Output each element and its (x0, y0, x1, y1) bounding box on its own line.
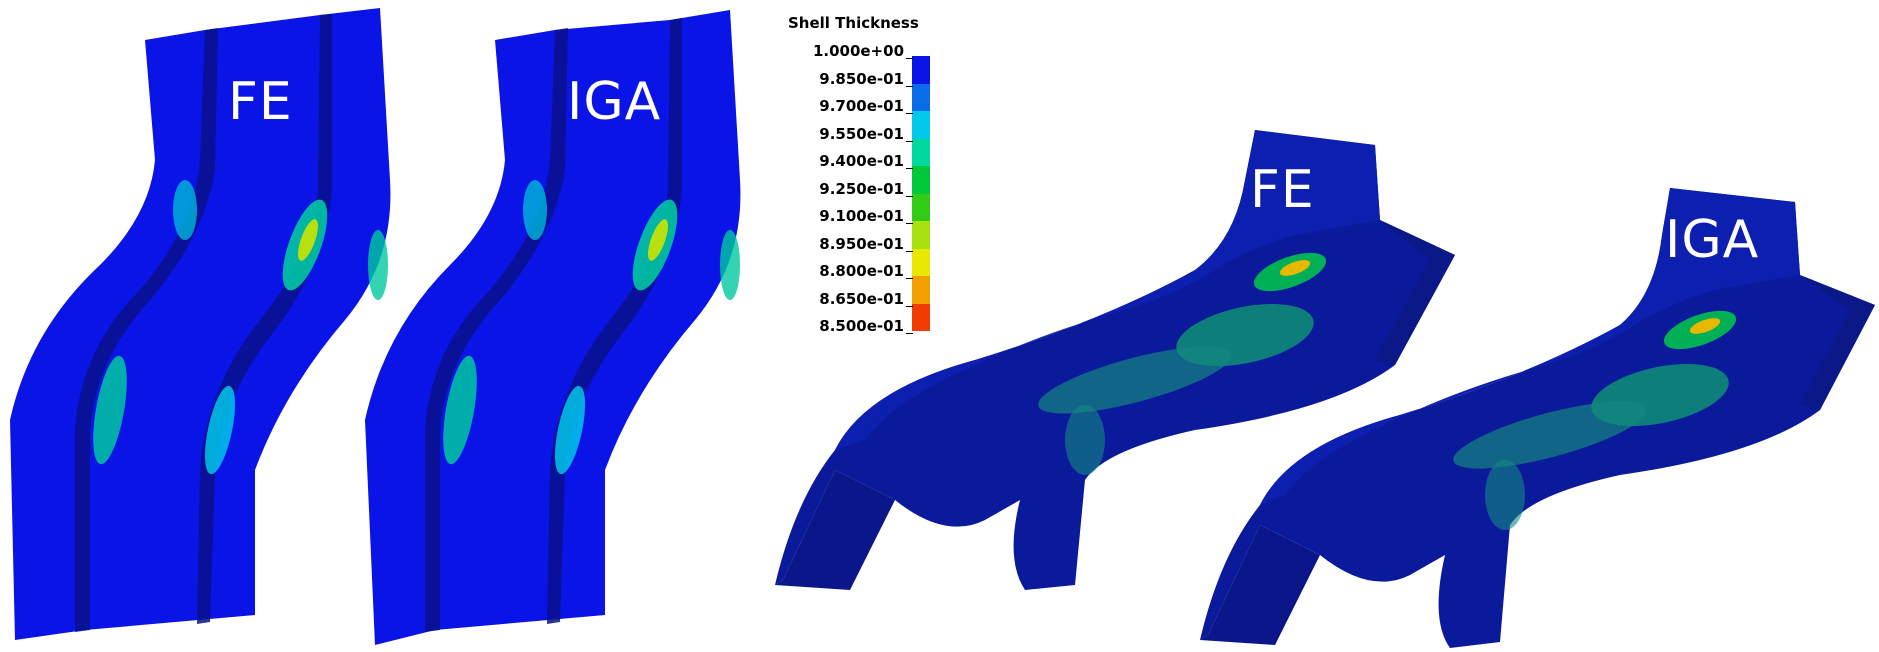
legend-swatch (912, 221, 930, 249)
legend-swatch (912, 276, 930, 304)
legend-tick-label: 8.500e-01 (819, 317, 904, 335)
legend-tick-label: 9.400e-01 (819, 152, 904, 170)
iga-flat-model-panel: IGA (355, 0, 755, 652)
iga-flat-label: IGA (567, 72, 662, 132)
fe-flat-hotspot-edge (368, 230, 388, 300)
legend-tick-label: 9.100e-01 (819, 207, 904, 225)
iga-persp-hotspot-yellow-core (1689, 318, 1721, 334)
legend-title: Shell Thickness (788, 14, 919, 32)
legend-tick-mark (906, 223, 913, 224)
fe-flat-hotspot-upper-core (298, 219, 318, 261)
fe-persp-hotspot-leg (1065, 405, 1105, 475)
legend-tick-mark (906, 168, 913, 169)
iga-flat-sheet-body (365, 10, 741, 645)
legend-swatch (912, 166, 930, 194)
fe-flat-label: FE (228, 72, 293, 132)
legend-tick-mark (906, 333, 913, 334)
iga-perspective-mesh-plot (1200, 188, 1875, 648)
iga-flat-hotspot-mid (443, 355, 477, 465)
iga-flat-mesh-plot (365, 10, 741, 645)
iga-persp-flange-right (1800, 275, 1875, 410)
fe-flat-ridge-right (197, 14, 332, 624)
iga-flat-hotspot-left (523, 180, 547, 240)
legend-swatch (912, 193, 930, 221)
fe-perspective-model-panel: FE (775, 120, 1475, 600)
fe-persp-hotspot-lower (1038, 346, 1232, 414)
legend-swatch (912, 83, 930, 111)
fe-flat-hotspot-left (173, 180, 197, 240)
legend-tick-label: 1.000e+00 (812, 42, 904, 60)
fe-persp-top-face (835, 130, 1380, 450)
iga-persp-top-face (1260, 188, 1800, 505)
fe-flat-hotspot-mid (93, 355, 127, 465)
iga-persp-hotspot-lower (1453, 401, 1647, 469)
fe-persp-leg-left (775, 470, 895, 590)
fe-flat-mesh-plot (10, 8, 391, 640)
fe-flat-hotspot-lower (204, 385, 236, 475)
legend-swatch (912, 138, 930, 166)
iga-flat-ridge-left (425, 28, 568, 632)
legend-tick-mark (906, 113, 913, 114)
legend-swatch (912, 248, 930, 276)
iga-perspective-model-panel: IGA (1200, 180, 1879, 652)
legend-tick-label: 9.700e-01 (819, 97, 904, 115)
legend-color-bar (912, 56, 930, 331)
legend-tick-mark (906, 278, 913, 279)
fe-flat-ridge-left (75, 28, 218, 632)
legend-tick-mark (906, 140, 913, 142)
legend-tick-label: 9.850e-01 (819, 69, 904, 88)
legend-tick-mark (906, 250, 913, 252)
fe-flat-model-panel: FE (0, 0, 400, 652)
fe-persp-body (775, 130, 1455, 590)
legend-tick-mark (906, 85, 913, 87)
legend-tick-label: 9.250e-01 (819, 179, 904, 198)
fe-perspective-mesh-plot (775, 130, 1455, 590)
legend-tick-mark (906, 305, 913, 307)
legend-tick-label: 8.950e-01 (819, 234, 904, 253)
shell-thickness-legend: Shell Thickness 1.000e+00 9.850e-01 9.700e… (784, 12, 984, 342)
legend-tick-mark (906, 195, 913, 197)
legend-tick-label: 9.550e-01 (819, 124, 904, 143)
legend-tick-label: 8.650e-01 (819, 289, 904, 308)
legend-tick-label: 8.800e-01 (819, 262, 904, 280)
fe-flat-sheet-body (10, 8, 391, 640)
iga-flat-hotspot-lower (554, 385, 586, 475)
iga-persp-hotspot-leg (1485, 460, 1525, 530)
legend-swatch (912, 303, 930, 331)
iga-flat-hotspot-upper-core (648, 219, 668, 261)
legend-swatch (912, 56, 930, 84)
fe-perspective-label: FE (1250, 160, 1315, 220)
iga-flat-hotspot-edge (720, 230, 740, 300)
iga-perspective-label: IGA (1665, 210, 1760, 270)
fe-persp-hotspot-yellow-core (1279, 260, 1311, 276)
iga-persp-leg-left (1200, 525, 1320, 645)
fe-persp-flange-right (1375, 220, 1455, 365)
legend-tick-mark (906, 58, 913, 59)
iga-flat-ridge-right (547, 18, 682, 624)
legend-swatch (912, 111, 930, 139)
